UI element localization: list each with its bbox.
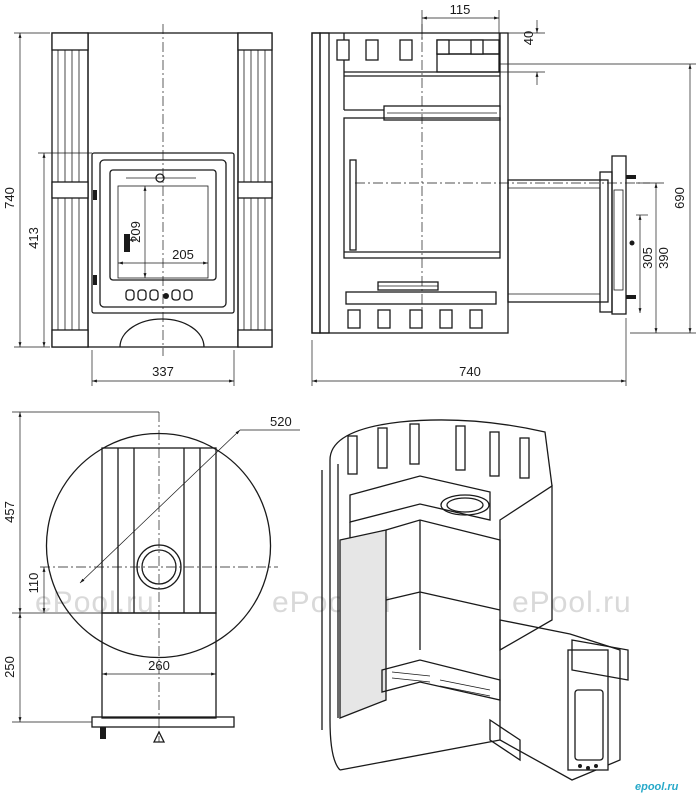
watermark-group: ePool.ru ePool.ru ePool.ru	[35, 586, 632, 619]
dim-front-height: 740	[2, 187, 17, 209]
side-view: 115 40 690 390 305 740	[311, 2, 696, 386]
iso-front-door	[574, 689, 604, 761]
dim-side-tunnel-inner: 305	[640, 247, 655, 269]
dim-side-tunnel-outer: 390	[656, 247, 671, 269]
iso-flue-opening	[440, 494, 490, 516]
dim-plan-depth: 457	[2, 501, 17, 523]
watermark-text: ePool.ru	[512, 586, 632, 619]
isometric-cutaway-view	[321, 419, 629, 781]
side-tunnel	[507, 179, 609, 303]
dim-front-glass-width: 205	[172, 247, 194, 262]
dim-front-width: 337	[152, 364, 174, 379]
iso-shell-top	[329, 419, 553, 487]
door-handle	[124, 234, 130, 252]
iso-right-column	[499, 484, 553, 652]
dim-front-glass-height: 209	[128, 221, 143, 243]
front-base-arch	[119, 318, 205, 348]
dim-plan-diameter: 520	[270, 414, 292, 429]
plan-view: 520 457 110 250 260	[2, 411, 300, 743]
dim-side-height: 690	[672, 187, 687, 209]
iso-left-wall	[339, 529, 387, 719]
front-air-vents	[125, 289, 193, 301]
dim-side-top-width: 115	[450, 2, 471, 17]
watermark-text: ePool.ru	[35, 586, 155, 619]
front-view: 740 413 209 205 337	[2, 24, 273, 386]
side-front-plate	[611, 155, 627, 315]
dim-front-door-height: 413	[26, 227, 41, 249]
dim-plan-tunnel-length: 250	[2, 656, 17, 678]
dim-side-depth: 740	[459, 364, 481, 379]
plan-outline	[45, 449, 272, 659]
dim-side-top-offset: 40	[521, 31, 536, 45]
brand-logo: epool.ru	[635, 781, 679, 793]
dim-plan-tunnel-width: 260	[148, 658, 170, 673]
dim-plan-flue-offset: 110	[26, 573, 41, 594]
iso-shell-left	[329, 460, 341, 771]
